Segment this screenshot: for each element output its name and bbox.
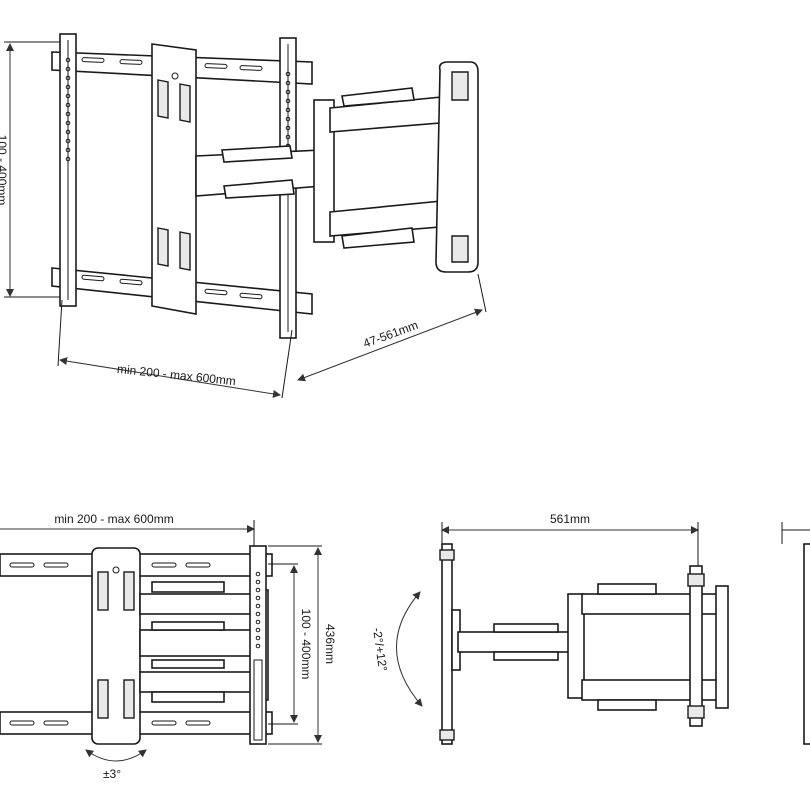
mounting-hole [285, 107, 291, 113]
mounting-hole [255, 627, 261, 633]
mounting-hole [285, 98, 291, 104]
iso-ext-ext-right [477, 273, 487, 313]
side-tilt-label: -2°/+12° [370, 627, 390, 673]
mounting-hole [65, 102, 71, 108]
iso-width-dimension-line [59, 357, 281, 398]
mounting-hole [65, 147, 71, 153]
mounting-hole [65, 138, 71, 144]
mounting-hole [285, 125, 291, 131]
side-extension-label: 561mm [550, 512, 590, 526]
iso-extension-dimension-line [297, 308, 483, 382]
iso-width-ext-right [281, 329, 293, 399]
mounting-hole [255, 619, 261, 625]
center-wall-plate [151, 43, 197, 315]
mounting-hole [255, 587, 261, 593]
partial-view-edge [781, 522, 810, 745]
front-center-plate [91, 547, 141, 745]
iso-width-ext-left [57, 299, 63, 367]
mounting-hole [255, 611, 261, 617]
rail-slots-bottom [81, 274, 263, 300]
iso-width-label: min 200 - max 600mm [116, 362, 236, 388]
left-vertical-bracket [59, 33, 77, 307]
side-tilt-arc [396, 591, 423, 707]
mounting-hole [65, 66, 71, 72]
side-view: 561mm -2°/+12° [370, 512, 729, 745]
mounting-hole [255, 603, 261, 609]
mounting-hole [285, 89, 291, 95]
mounting-hole [65, 84, 71, 90]
mounting-hole [285, 80, 291, 86]
mounting-hole [255, 643, 261, 649]
mounting-hole [65, 93, 71, 99]
tv-interface-plate [435, 61, 479, 273]
arm-assembly [195, 87, 461, 249]
front-view: min 200 - max 600mm [0, 512, 337, 781]
mounting-hole [65, 111, 71, 117]
front-inner-height-label: 100 - 400mm [299, 609, 313, 680]
mounting-hole [255, 635, 261, 641]
front-width-label: min 200 - max 600mm [54, 512, 173, 526]
mounting-hole [285, 134, 291, 140]
iso-extension-label: 47-561mm [361, 318, 420, 351]
front-arm-bars [139, 581, 269, 703]
mounting-hole [65, 57, 71, 63]
mounting-hole [65, 120, 71, 126]
mounting-hole [65, 75, 71, 81]
mounting-hole [285, 71, 291, 77]
iso-vertical-label: 100 - 400mm [0, 135, 9, 206]
rail-slots-top [81, 57, 263, 71]
mounting-hole [255, 571, 261, 577]
mounting-hole [285, 116, 291, 122]
isometric-view: 100 - 400mm [0, 33, 487, 399]
front-right-bracket [249, 545, 267, 745]
mounting-hole [65, 129, 71, 135]
front-total-height-label: 436mm [323, 624, 337, 664]
side-arm [457, 583, 729, 711]
front-rotation-arc [85, 749, 147, 762]
mounting-hole [255, 579, 261, 585]
mounting-hole [65, 156, 71, 162]
front-rail-slots [9, 562, 211, 726]
side-tv-plate [687, 565, 705, 727]
side-wall-plate [439, 543, 461, 745]
front-rotation-label: ±3° [103, 767, 121, 781]
mounting-hole [255, 595, 261, 601]
